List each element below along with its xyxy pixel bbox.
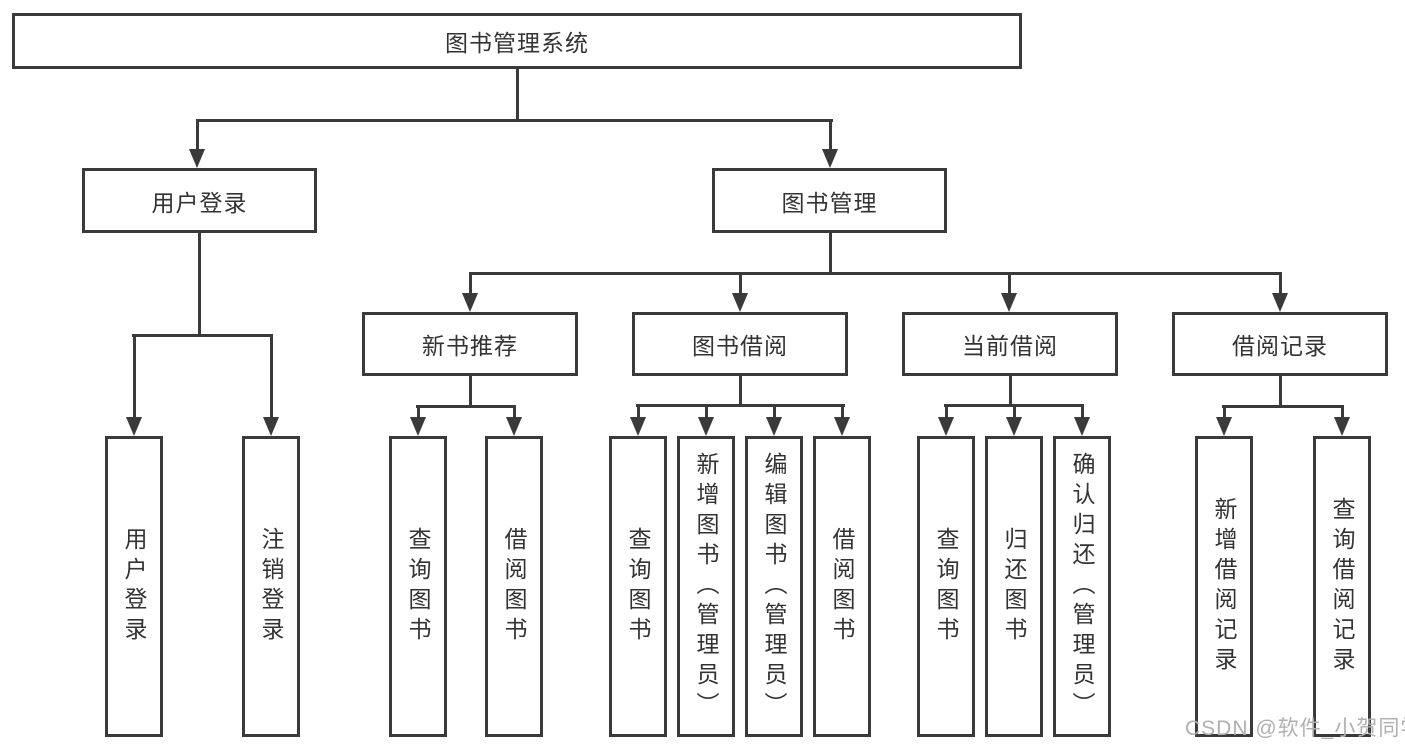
leaf-query-borrow-record-label: 查询借阅记录 bbox=[1329, 496, 1355, 677]
leaf-user-login-label: 用户登录 bbox=[121, 526, 147, 647]
connector-arrow-shaft bbox=[945, 404, 948, 419]
node-borrowing-records-label: 借阅记录 bbox=[1232, 333, 1328, 359]
leaf-user-login: 用户登录 bbox=[105, 436, 163, 737]
arrowhead-icon bbox=[630, 417, 646, 436]
connector-recommend-branch bbox=[416, 405, 516, 408]
node-root: 图书管理系统 bbox=[12, 13, 1022, 69]
connector-arrow-shaft bbox=[469, 272, 472, 296]
node-borrowing-records: 借阅记录 bbox=[1172, 312, 1388, 376]
node-book-borrowing-label: 图书借阅 bbox=[692, 333, 788, 359]
leaf-add-books-admin: 新增图书（管理员） bbox=[677, 436, 735, 737]
leaf-add-borrow-record-label: 新增借阅记录 bbox=[1211, 496, 1237, 677]
leaf-query-books-current: 查询图书 bbox=[917, 436, 975, 737]
arrowhead-icon bbox=[126, 417, 142, 436]
leaf-edit-books-admin-label: 编辑图书（管理员） bbox=[761, 451, 787, 722]
node-book-management-label: 图书管理 bbox=[781, 189, 878, 216]
connector-arrow-shaft bbox=[1223, 405, 1226, 419]
connector-records-branch bbox=[1222, 405, 1344, 408]
connector-arrow-shaft bbox=[133, 334, 136, 418]
leaf-query-books-borrowing-label: 查询图书 bbox=[625, 526, 651, 647]
arrowhead-icon bbox=[1006, 417, 1022, 436]
connector-user-stem bbox=[198, 233, 201, 337]
arrowhead-icon bbox=[1334, 417, 1350, 436]
connector-arrow-shaft bbox=[196, 119, 199, 150]
connector-arrow-shaft bbox=[829, 119, 832, 150]
arrowhead-icon bbox=[1216, 417, 1232, 436]
leaf-confirm-return-admin-label: 确认归还（管理员） bbox=[1069, 451, 1095, 722]
connector-arrow-shaft bbox=[637, 404, 640, 419]
connector-current-stem bbox=[1009, 376, 1012, 407]
arrowhead-icon bbox=[1001, 293, 1017, 312]
leaf-borrow-books-borrowing: 借阅图书 bbox=[813, 436, 871, 737]
node-book-borrowing: 图书借阅 bbox=[632, 312, 848, 376]
arrowhead-icon bbox=[462, 293, 478, 312]
connector-arrow-shaft bbox=[705, 404, 708, 419]
connector-arrow-shaft bbox=[1081, 404, 1084, 419]
connector-user-branch bbox=[132, 334, 273, 337]
node-new-book-recommend: 新书推荐 bbox=[362, 312, 578, 376]
connector-arrow-shaft bbox=[270, 334, 273, 418]
node-current-borrowing: 当前借阅 bbox=[902, 312, 1118, 376]
arrowhead-icon bbox=[1272, 293, 1288, 312]
leaf-logout: 注销登录 bbox=[242, 436, 300, 737]
connector-root-branch bbox=[196, 119, 833, 122]
leaf-query-borrow-record: 查询借阅记录 bbox=[1313, 436, 1371, 737]
leaf-add-books-admin-label: 新增图书（管理员） bbox=[693, 451, 719, 722]
connector-root-stem bbox=[516, 69, 519, 122]
leaf-confirm-return-admin: 确认归还（管理员） bbox=[1053, 436, 1111, 737]
connector-arrow-shaft bbox=[1341, 405, 1344, 419]
connector-recommend-stem bbox=[469, 376, 472, 408]
leaf-query-books-borrowing: 查询图书 bbox=[609, 436, 667, 737]
connector-arrow-shaft bbox=[513, 405, 516, 419]
connector-borrowing-stem bbox=[739, 376, 742, 407]
connector-management-branch bbox=[469, 272, 1281, 275]
arrowhead-icon bbox=[732, 293, 748, 312]
connector-arrow-shaft bbox=[773, 404, 776, 419]
connector-management-stem bbox=[829, 233, 832, 275]
connector-borrowing-branch bbox=[636, 404, 845, 407]
leaf-query-books-recommend: 查询图书 bbox=[389, 436, 447, 737]
node-root-label: 图书管理系统 bbox=[445, 30, 589, 56]
connector-arrow-shaft bbox=[417, 405, 420, 419]
leaf-query-books-recommend-label: 查询图书 bbox=[405, 526, 431, 647]
arrowhead-icon bbox=[1074, 417, 1090, 436]
node-book-management: 图书管理 bbox=[712, 168, 947, 233]
leaf-edit-books-admin: 编辑图书（管理员） bbox=[745, 436, 803, 737]
connector-arrow-shaft bbox=[739, 272, 742, 296]
leaf-borrow-books-recommend: 借阅图书 bbox=[485, 436, 543, 737]
leaf-logout-label: 注销登录 bbox=[258, 526, 284, 647]
node-user-login: 用户登录 bbox=[82, 168, 317, 233]
node-new-book-recommend-label: 新书推荐 bbox=[422, 333, 518, 359]
arrowhead-icon bbox=[766, 417, 782, 436]
node-current-borrowing-label: 当前借阅 bbox=[962, 333, 1058, 359]
leaf-add-borrow-record: 新增借阅记录 bbox=[1195, 436, 1253, 737]
csdn-watermark: CSDN @软件_小贺同学 bbox=[1185, 717, 1405, 740]
arrowhead-icon bbox=[410, 417, 426, 436]
arrowhead-icon bbox=[263, 417, 279, 436]
leaf-borrow-books-recommend-label: 借阅图书 bbox=[501, 526, 527, 647]
connector-arrow-shaft bbox=[1008, 272, 1011, 296]
leaf-return-books-label: 归还图书 bbox=[1001, 526, 1027, 647]
arrowhead-icon bbox=[834, 417, 850, 436]
leaf-return-books: 归还图书 bbox=[985, 436, 1043, 737]
connector-arrow-shaft bbox=[841, 404, 844, 419]
arrowhead-icon bbox=[189, 149, 205, 168]
node-user-login-label: 用户登录 bbox=[151, 189, 248, 216]
arrowhead-icon bbox=[698, 417, 714, 436]
arrowhead-icon bbox=[506, 417, 522, 436]
connector-arrow-shaft bbox=[1279, 272, 1282, 296]
leaf-borrow-books-borrowing-label: 借阅图书 bbox=[829, 526, 855, 647]
connector-records-stem bbox=[1279, 376, 1282, 408]
connector-arrow-shaft bbox=[1013, 404, 1016, 419]
leaf-query-books-current-label: 查询图书 bbox=[933, 526, 959, 647]
arrowhead-icon bbox=[822, 149, 838, 168]
arrowhead-icon bbox=[938, 417, 954, 436]
